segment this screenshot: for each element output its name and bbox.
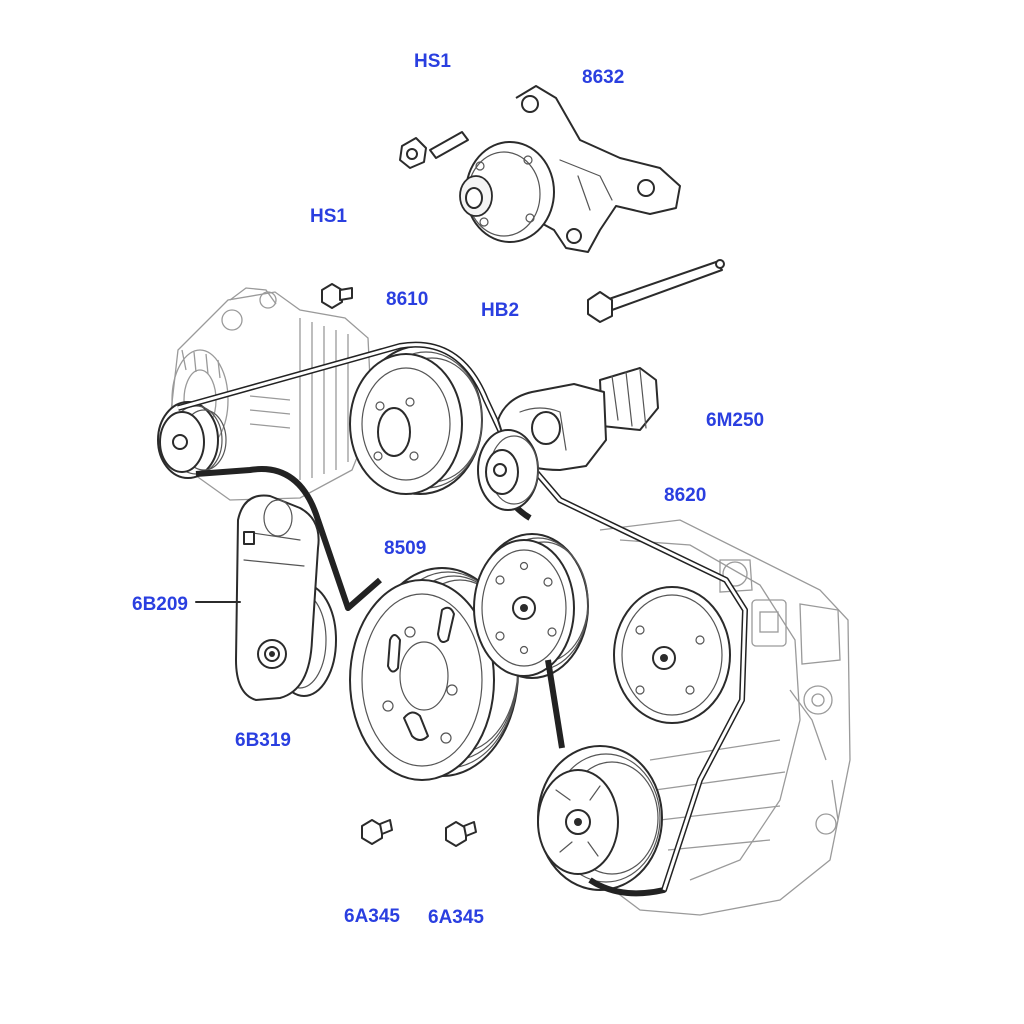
label-8509: 8509: [384, 538, 426, 559]
bolt-6a345-right: [445, 821, 477, 847]
label-8610: 8610: [386, 289, 428, 310]
label-6m250: 6M250: [706, 410, 764, 431]
label-6b319: 6B319: [235, 730, 291, 751]
label-hs1-mid: HS1: [310, 206, 347, 227]
mounting-bracket: [459, 85, 681, 253]
label-hs1-top: HS1: [414, 51, 451, 72]
label-6a345-right: 6A345: [428, 907, 484, 928]
ac-compressor: [559, 519, 851, 916]
bolt-hs1-top: [399, 131, 469, 169]
serpentine-belt: [177, 341, 748, 897]
upper-idler-tensioner: [477, 367, 659, 511]
label-hb2: HB2: [481, 300, 519, 321]
belt-tensioner: [235, 494, 337, 701]
steering-pump: [613, 586, 731, 724]
label-8632: 8632: [582, 67, 624, 88]
label-6b209: 6B209: [132, 594, 188, 615]
bolt-hb2: [587, 259, 725, 323]
label-8620: 8620: [664, 485, 706, 506]
idler-pulley-lower: [473, 533, 589, 679]
water-pump-pulley: [349, 345, 483, 495]
label-6a345-left: 6A345: [344, 906, 400, 927]
bolt-hs1-mid: [321, 283, 353, 309]
alternator-pulley: [157, 401, 227, 479]
compressor-pulley: [537, 745, 663, 891]
bolt-6a345-left: [361, 819, 393, 845]
